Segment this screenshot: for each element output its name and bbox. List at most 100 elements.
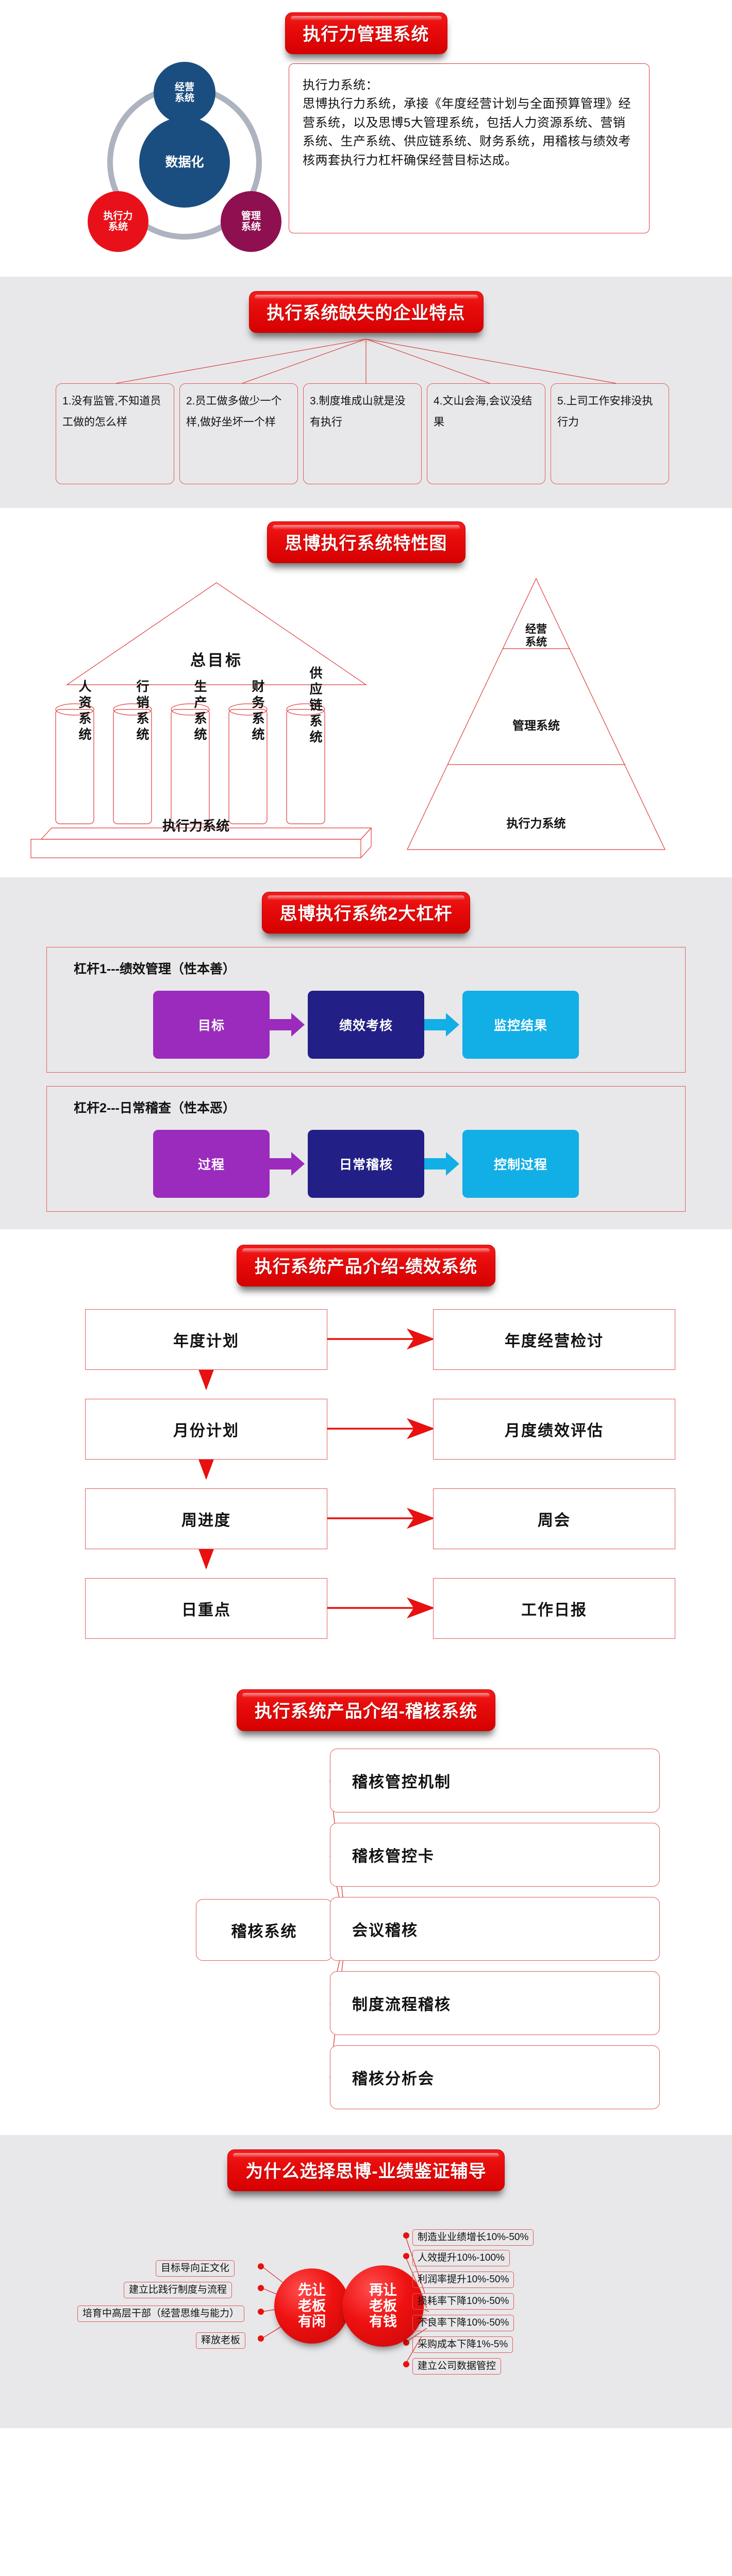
temple-base-label: 执行力系统 bbox=[162, 818, 229, 834]
why-left-tag: 释放老板 bbox=[196, 2332, 246, 2349]
section6-banner: 执行系统产品介绍-稽核系统 bbox=[236, 1689, 496, 1731]
lever-step-node: 日常稽核 bbox=[308, 1130, 424, 1198]
lever-step-node: 过程 bbox=[153, 1130, 270, 1198]
section-executive-system: 执行力管理系统 数据化 经营 系统 执行力 系统 管理 系统 执行力系统： 思博… bbox=[0, 0, 732, 277]
banner-wrap-6: 执行系统产品介绍-稽核系统 bbox=[0, 1689, 732, 1731]
section-missing-features: 执行系统缺失的企业特点 1.没有监管,不知道员工做的怎么样 2.员工做多做少一个… bbox=[0, 277, 732, 508]
why-right-tag: 采购成本下降1%-5% bbox=[412, 2336, 513, 2353]
why-choose-stage: 先让 老板 有闲 再让 老板 有钱 目标导向正文化 建立比践行制度与流程 培育中… bbox=[0, 2205, 732, 2411]
venn-right-node: 管理 系统 bbox=[221, 191, 281, 252]
lever-step-node: 目标 bbox=[153, 991, 270, 1059]
audit-child-node: 制度流程稽核 bbox=[330, 1971, 660, 2035]
section1-banner-label: 执行力管理系统 bbox=[303, 25, 429, 44]
section5-banner: 执行系统产品介绍-绩效系统 bbox=[236, 1245, 496, 1286]
temple-pyramid-stage: 总目标 人资系统 行销系统 生产系统 财务系统 供应链系统 执行力系统 经营 系… bbox=[0, 571, 732, 860]
lever-title: 杠杆2---日常稽查（性本恶） bbox=[74, 1101, 236, 1115]
section-two-levers: 思博执行系统2大杠杆 杠杆1---绩效管理（性本善） 目标 绩效考核 监控结果 … bbox=[0, 877, 732, 1229]
fan-connector-lines bbox=[115, 338, 617, 384]
audit-tree-stage: 稽核系统 稽核管控机制 稽核管控卡 会议稽核 制度流程稽核 稽核分析会 bbox=[0, 1743, 732, 2114]
temple-base-shape bbox=[30, 827, 372, 858]
pyramid-middle-label: 管理系统 bbox=[512, 719, 560, 732]
section3-banner-label: 思博执行系统特性图 bbox=[285, 534, 447, 553]
section2-banner-label: 执行系统缺失的企业特点 bbox=[267, 303, 465, 323]
feature-card: 4.文山会海,会议没结果 bbox=[427, 383, 545, 484]
why-left-tag: 建立比践行制度与流程 bbox=[124, 2282, 232, 2298]
temple-roof-label: 总目标 bbox=[190, 652, 243, 669]
arrow-right-icon bbox=[424, 1013, 462, 1037]
lever-panel-1: 杠杆1---绩效管理（性本善） 目标 绩效考核 监控结果 bbox=[46, 947, 686, 1073]
temple-roof-shape bbox=[66, 582, 367, 685]
section4-banner: 思博执行系统2大杠杆 bbox=[261, 892, 471, 934]
feature-card: 5.上司工作安排没执行力 bbox=[551, 383, 669, 484]
section6-banner-label: 执行系统产品介绍-稽核系统 bbox=[254, 1702, 478, 1721]
flow-right-box: 工作日报 bbox=[433, 1578, 675, 1639]
arrow-right-icon bbox=[424, 1152, 462, 1176]
lever-flow: 过程 日常稽核 控制过程 bbox=[60, 1130, 672, 1198]
temple-pyramid-graphics bbox=[30, 578, 666, 858]
section2-banner: 执行系统缺失的企业特点 bbox=[248, 291, 484, 333]
poster-page: 执行力管理系统 数据化 经营 系统 执行力 系统 管理 系统 执行力系统： 思博… bbox=[0, 0, 732, 2428]
feature-card: 1.没有监管,不知道员工做的怎么样 bbox=[56, 383, 174, 484]
flow-left-box: 周进度 bbox=[85, 1488, 327, 1549]
temple-pillar-label: 行销系统 bbox=[135, 680, 149, 743]
fan-connector-area: 1.没有监管,不知道员工做的怎么样 2.员工做多做少一个样,做好坐坏一个样 3.… bbox=[0, 338, 732, 493]
why-right-tag: 建立公司数据管控 bbox=[412, 2358, 502, 2375]
banner-wrap-7: 为什么选择思博-业绩鉴证辅导 bbox=[0, 2149, 732, 2191]
pyramid-top-label: 经营 系统 bbox=[525, 623, 547, 649]
section-performance-system: 执行系统产品介绍-绩效系统 bbox=[0, 1229, 732, 1676]
lever-panel-2: 杠杆2---日常稽查（性本恶） 过程 日常稽核 控制过程 bbox=[46, 1086, 686, 1212]
flow-right-box: 年度经营检讨 bbox=[433, 1309, 675, 1370]
why-left-tag: 目标导向正文化 bbox=[156, 2260, 235, 2277]
temple-pillars-shape bbox=[55, 703, 325, 824]
venn-diagram: 数据化 经营 系统 执行力 系统 管理 系统 bbox=[82, 62, 284, 259]
venn-left-node: 执行力 系统 bbox=[88, 191, 148, 252]
feature-card: 3.制度堆成山就是没有执行 bbox=[303, 383, 422, 484]
feature-card: 2.员工做多做少一个样,做好坐坏一个样 bbox=[179, 383, 298, 484]
section4-banner-label: 思博执行系统2大杠杆 bbox=[279, 904, 453, 924]
executive-system-description: 执行力系统： 思博执行力系统，承接《年度经营计划与全面预算管理》经营系统，以及思… bbox=[289, 63, 650, 233]
lever-step-node: 监控结果 bbox=[462, 991, 579, 1059]
flow-right-box: 月度绩效评估 bbox=[433, 1399, 675, 1460]
why-right-tag: 利润率提升10%-50% bbox=[412, 2272, 514, 2288]
why-right-tag: 制造业业绩增长10%-50% bbox=[412, 2229, 534, 2246]
banner-wrap-4: 思博执行系统2大杠杆 bbox=[0, 892, 732, 934]
lever-step-node: 控制过程 bbox=[462, 1130, 579, 1198]
banner-wrap-1: 执行力管理系统 bbox=[0, 12, 732, 54]
audit-child-node: 稽核管控卡 bbox=[330, 1823, 660, 1887]
section7-banner-label: 为什么选择思博-业绩鉴证辅导 bbox=[245, 2162, 487, 2181]
flow-left-box: 年度计划 bbox=[85, 1309, 327, 1370]
why-right-tag: 人效提升10%-100% bbox=[412, 2250, 510, 2266]
section-audit-system: 执行系统产品介绍-稽核系统 稽核系统 稽核管控机制 稽核管控卡 会议稽核 制度流… bbox=[0, 1676, 732, 2135]
lever-flow: 目标 绩效考核 监控结果 bbox=[60, 991, 672, 1059]
pyramid-shape bbox=[407, 578, 666, 850]
audit-child-node: 会议稽核 bbox=[330, 1897, 660, 1961]
why-right-tag: 不良率下降10%-50% bbox=[412, 2315, 514, 2331]
ball-boss-free: 先让 老板 有闲 bbox=[274, 2268, 350, 2344]
section5-banner-label: 执行系统产品介绍-绩效系统 bbox=[254, 1257, 478, 1277]
arrow-right-icon bbox=[270, 1013, 308, 1037]
section-why-choose: 为什么选择思博-业绩鉴证辅导 bbox=[0, 2135, 732, 2428]
feature-card-list: 1.没有监管,不知道员工做的怎么样 2.员工做多做少一个样,做好坐坏一个样 3.… bbox=[56, 383, 669, 484]
why-right-tag: 损耗率下降10%-50% bbox=[412, 2293, 514, 2310]
performance-flow-stage: 年度计划 年度经营检讨 月份计划 月度绩效评估 周进度 周会 日重点 工作日报 bbox=[0, 1300, 732, 1660]
temple-pillar-label: 供应链系统 bbox=[308, 666, 322, 746]
ball-boss-rich: 再让 老板 有钱 bbox=[342, 2265, 424, 2347]
flow-left-box: 日重点 bbox=[85, 1578, 327, 1639]
pyramid-bottom-label: 执行力系统 bbox=[506, 817, 566, 830]
section7-banner: 为什么选择思博-业绩鉴证辅导 bbox=[227, 2149, 505, 2191]
flow-right-box: 周会 bbox=[433, 1488, 675, 1549]
temple-pillar-label: 人资系统 bbox=[77, 680, 91, 743]
audit-root-node: 稽核系统 bbox=[196, 1899, 332, 1961]
banner-wrap-5: 执行系统产品介绍-绩效系统 bbox=[0, 1245, 732, 1286]
section-system-characteristics: 思博执行系统特性图 bbox=[0, 508, 732, 877]
arrow-right-icon bbox=[270, 1152, 308, 1176]
lever-step-node: 绩效考核 bbox=[308, 991, 424, 1059]
banner-wrap-2: 执行系统缺失的企业特点 bbox=[0, 291, 732, 333]
flow-left-box: 月份计划 bbox=[85, 1399, 327, 1460]
section3-banner: 思博执行系统特性图 bbox=[267, 521, 465, 563]
lever-title: 杠杆1---绩效管理（性本善） bbox=[74, 962, 236, 976]
section1-content-row: 数据化 经营 系统 执行力 系统 管理 系统 执行力系统： 思博执行力系统，承接… bbox=[0, 62, 732, 259]
venn-top-node: 经营 系统 bbox=[154, 62, 215, 124]
temple-pillar-label: 生产系统 bbox=[192, 680, 207, 743]
audit-child-node: 稽核管控机制 bbox=[330, 1749, 660, 1812]
